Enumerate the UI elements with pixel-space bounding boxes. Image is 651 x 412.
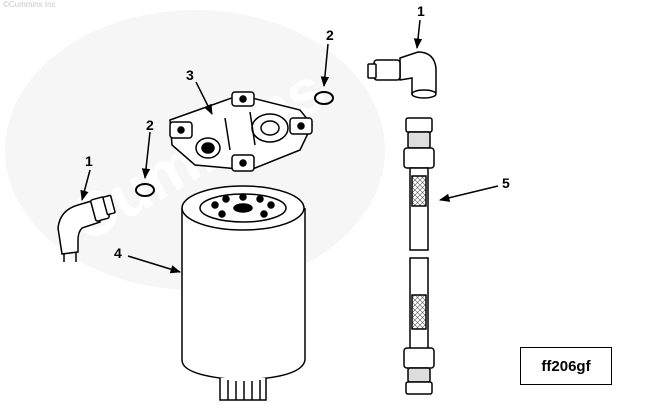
o-ring-upper — [314, 91, 334, 105]
callout-label-4: 4 — [114, 245, 122, 261]
elbow-fitting-left — [57, 194, 116, 262]
callout-label-1-top: 1 — [417, 3, 425, 19]
hose-assembly — [403, 117, 435, 395]
elbow-fitting-right — [367, 51, 437, 99]
fuel-filter-canister — [181, 185, 306, 401]
copyright-watermark: ©Cummins Inc — [3, 0, 56, 9]
callout-label-5: 5 — [502, 175, 510, 191]
o-ring-lower — [135, 183, 155, 197]
leader-arrows — [80, 19, 499, 274]
callout-label-3: 3 — [186, 67, 194, 83]
drawing-code-label: ff206gf — [520, 347, 612, 385]
callout-label-2-left: 2 — [146, 117, 154, 133]
callout-label-2-top: 2 — [326, 27, 334, 43]
callout-label-1-left: 1 — [85, 153, 93, 169]
